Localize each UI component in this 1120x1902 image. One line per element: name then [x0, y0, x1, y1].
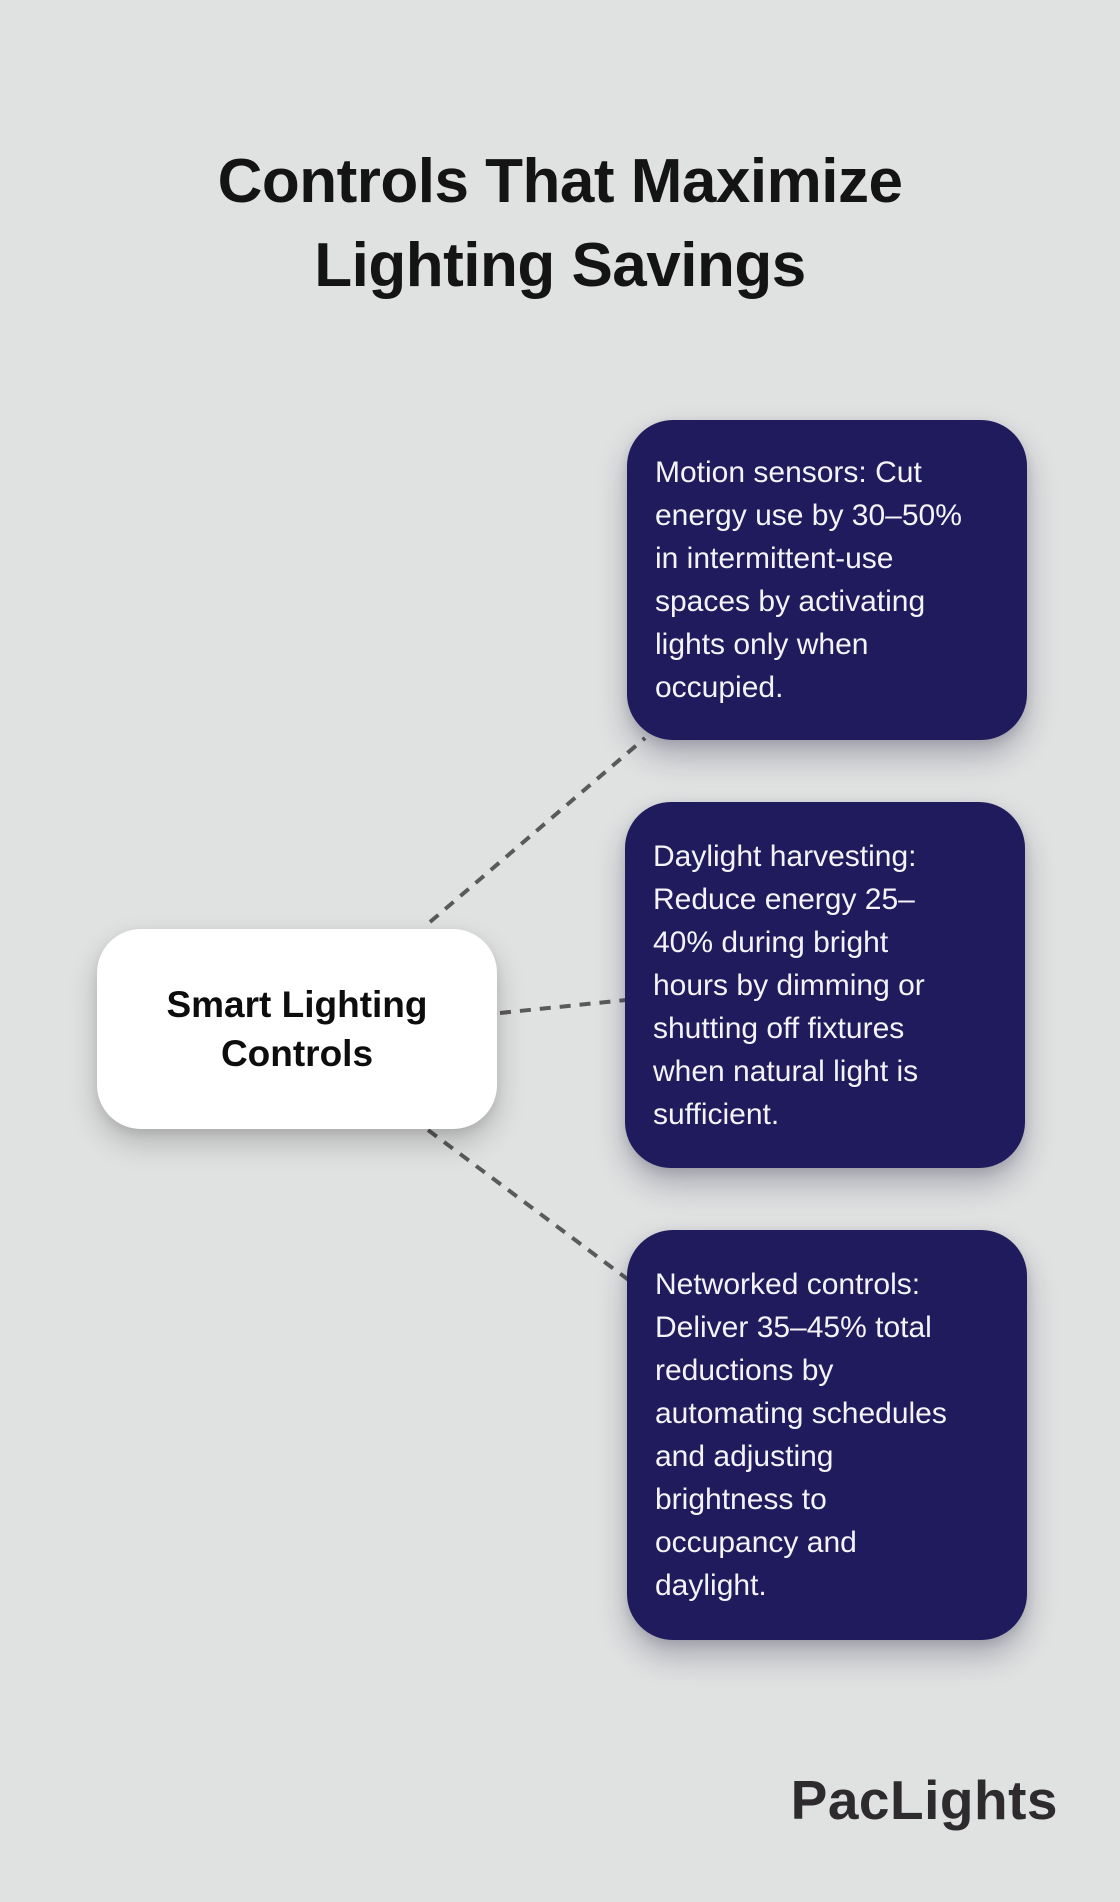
card-motion-sensors-text: Motion sensors: Cut energy use by 30–50%…: [655, 456, 962, 704]
card-daylight-harvesting: Daylight harvesting: Reduce energy 25– 4…: [625, 802, 1025, 1168]
card-daylight-harvesting-text: Daylight harvesting: Reduce energy 25– 4…: [653, 839, 925, 1131]
page-title: Controls That Maximize Lighting Savings: [217, 146, 903, 300]
center-node-smart-lighting-controls: Smart Lighting Controls: [97, 929, 497, 1129]
paclights-logo: PacLights: [790, 1769, 1058, 1831]
connector-line-bottom: [426, 1128, 636, 1286]
connector-line-middle: [499, 998, 627, 1015]
card-networked-controls-text: Networked controls: Deliver 35–45% total…: [655, 1268, 947, 1602]
card-motion-sensors: Motion sensors: Cut energy use by 30–50%…: [627, 420, 1027, 740]
connector-line-top: [428, 736, 647, 924]
card-networked-controls: Networked controls: Deliver 35–45% total…: [627, 1230, 1027, 1640]
center-node-label: Smart Lighting Controls: [166, 984, 428, 1074]
